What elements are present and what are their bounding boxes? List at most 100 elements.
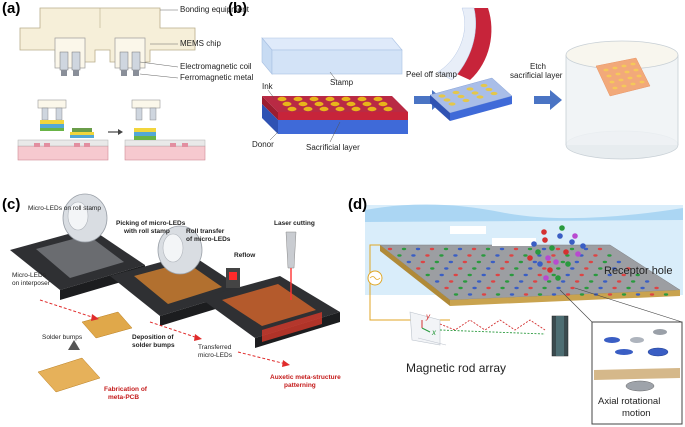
ink-dot — [325, 96, 335, 102]
beaker-ink-dots — [603, 62, 645, 90]
receptor-hole — [621, 293, 627, 296]
particle — [545, 255, 551, 261]
particle — [575, 251, 581, 257]
beaker-ink-dot — [603, 68, 609, 72]
receptor-hole — [485, 247, 491, 251]
receptor-hole — [546, 280, 552, 283]
receptor-hole — [584, 286, 589, 290]
receptor-hole — [574, 260, 580, 264]
beaker-ink-dot — [612, 86, 618, 90]
receptor-hole — [626, 286, 631, 290]
receptor-hole — [472, 267, 477, 270]
receptor-hole — [500, 286, 505, 290]
peel-off-stamp-label: Peel off stamp — [406, 70, 457, 79]
receptor-hole — [630, 280, 636, 283]
peeled-ink-dot — [438, 94, 446, 98]
receptor-hole — [458, 286, 463, 290]
peeled-ink-dot — [443, 98, 451, 102]
ink-dot — [277, 96, 287, 102]
particle — [580, 243, 586, 249]
receptor-hole — [579, 273, 584, 277]
particle — [569, 239, 575, 245]
particle — [563, 249, 569, 255]
receptor-holes — [387, 247, 669, 296]
receptor-hole — [472, 286, 477, 290]
bonding-equipment-label: Bonding equipment — [180, 5, 249, 14]
roll-transfer-label-2: of micro-LEDs — [186, 236, 231, 243]
peeled-ink-dot — [476, 95, 484, 99]
receptor-hole — [542, 286, 547, 290]
receptor-hole — [509, 273, 514, 277]
beaker-ink-dot — [639, 80, 645, 84]
peeled-ink-dot — [457, 94, 465, 99]
beaker-ink-dot — [636, 74, 642, 78]
receptor-hole — [495, 293, 501, 296]
panel-b-label: (b) — [228, 0, 248, 17]
particle — [535, 249, 541, 255]
receptor-hole — [458, 267, 463, 270]
receptor-hole — [527, 247, 533, 251]
receptor-hole — [453, 273, 458, 277]
receptor-hole — [467, 293, 473, 296]
receptor-hole — [574, 280, 580, 283]
receptor-hole — [612, 267, 617, 270]
etch-label: Etch — [530, 62, 547, 71]
receptor-hole — [607, 293, 613, 296]
receptor-hole — [570, 267, 575, 270]
beaker-ink-dot — [621, 84, 627, 88]
receptor-hole — [416, 267, 421, 270]
ink-dot — [335, 106, 345, 112]
interposer-label-1: Micro-LEDs — [12, 272, 46, 279]
receptor-hole — [514, 286, 519, 290]
receptor-hole — [490, 260, 496, 264]
receptor-hole — [635, 293, 641, 296]
beaker-ink-dot — [630, 82, 636, 86]
ink-dot — [362, 101, 372, 107]
peeled-ink-dots — [438, 83, 498, 106]
peeled-ink-dot — [480, 83, 488, 88]
receptor-hole — [663, 293, 669, 296]
receptor-hole — [640, 286, 645, 290]
receptor-hole — [546, 260, 552, 264]
receptor-hole — [514, 267, 519, 270]
beaker-ink-dot — [612, 66, 618, 70]
receptor-hole — [406, 260, 412, 264]
receptor-hole — [500, 267, 505, 270]
ink-dot — [282, 101, 292, 107]
receptor-hole — [401, 247, 407, 251]
axial-rotational-label-2: motion — [622, 408, 651, 419]
receptor-hole — [551, 293, 557, 296]
particle — [542, 237, 548, 243]
axial-rotational-label-1: Axial rotational — [598, 396, 661, 407]
beaker-ink-dot — [606, 74, 612, 78]
peeled-ink-dot — [452, 90, 460, 95]
receptor-hole — [434, 260, 440, 264]
receptor-hole — [523, 273, 528, 277]
receptor-hole — [439, 273, 444, 277]
receptor-hole — [556, 286, 561, 290]
deposition-label-1: Deposition of — [132, 334, 174, 341]
receptor-hole — [621, 273, 626, 277]
receptor-hole — [593, 273, 598, 277]
receptor-hole — [509, 254, 514, 257]
ink-dot — [367, 106, 377, 112]
receptor-hole — [607, 273, 612, 277]
receptor-hole — [565, 293, 571, 296]
receptor-hole — [616, 260, 622, 264]
sacrificial-layer-label: Sacrificial layer — [306, 143, 360, 152]
receptor-hole — [569, 247, 575, 251]
ink-dots — [277, 96, 393, 112]
receptor-hole — [481, 273, 486, 277]
receptor-hole — [499, 247, 505, 251]
ink-dot — [309, 96, 319, 102]
receptor-hole — [443, 247, 449, 251]
receptor-hole — [584, 267, 589, 270]
receptor-hole — [509, 293, 515, 296]
receptor-hole — [537, 273, 542, 277]
receptor-hole — [448, 260, 454, 264]
receptor-hole — [570, 286, 575, 290]
particle — [555, 275, 561, 281]
magnetic-rod-array-label: Magnetic rod array — [406, 361, 507, 375]
receptor-hole — [565, 273, 570, 277]
